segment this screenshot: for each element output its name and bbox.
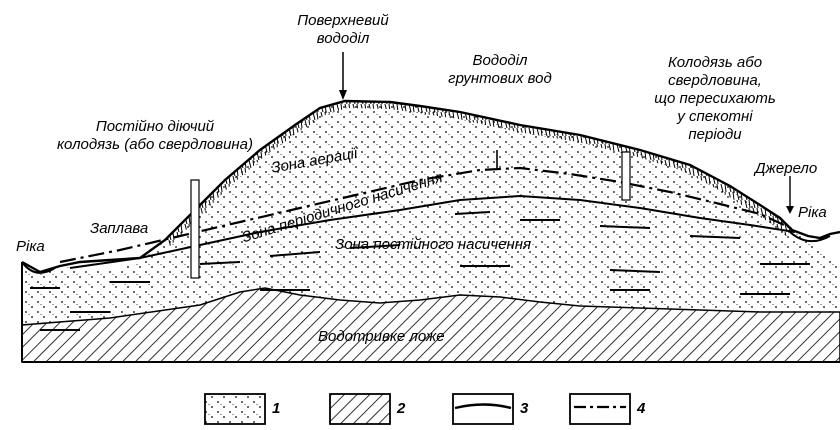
groundwater-divide-label: Вододіл грунтових вод [440, 52, 560, 88]
spring-arrowhead [786, 206, 794, 214]
legend-swatch-solid-line [453, 394, 513, 424]
surface-divide-arrowhead [339, 90, 347, 100]
surface-divide-label: Поверхневий вододіл [283, 12, 403, 48]
aquiclude-label: Водотривке ложе [318, 328, 445, 346]
legend-num-2: 2 [397, 400, 405, 417]
left-river-label: Ріка [16, 238, 45, 256]
legend-num-4: 4 [637, 400, 645, 417]
legend-swatch-dotted [205, 394, 265, 424]
right-river-label: Ріка [798, 204, 827, 222]
legend-swatch-hatched [330, 394, 390, 424]
drying-well-label: Колодязь або свердловина, що пересихають… [630, 54, 800, 144]
drying-well-shaft [622, 152, 630, 200]
permanent-well-label: Постійно діючий колодязь (або свердловин… [50, 118, 260, 154]
permanent-well-shaft [191, 180, 199, 278]
permanent-saturation-zone-label: Зона постійного насичення [335, 236, 531, 254]
legend-swatch-dashdot [570, 394, 630, 424]
floodplain-label: Заплава [90, 220, 148, 238]
legend-num-1: 1 [272, 400, 280, 417]
spring-label: Джерело [755, 160, 817, 178]
legend-num-3: 3 [520, 400, 528, 417]
